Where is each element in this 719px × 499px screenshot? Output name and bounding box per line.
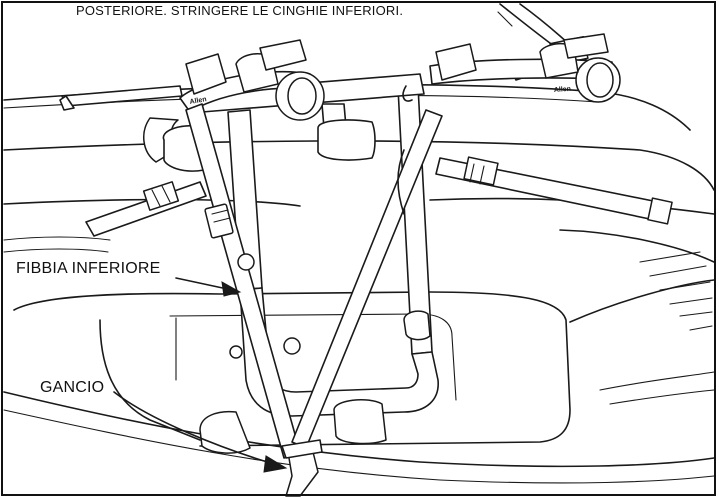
- callout-arrow-hook: [113, 391, 288, 473]
- right-side-strap: [435, 156, 673, 225]
- tube-hinge-detail: [397, 149, 405, 215]
- caption-leader-line: [497, 11, 513, 27]
- top-caption: POSTERIORE. STRINGERE LE CINGHIE INFERIO…: [74, 3, 406, 19]
- brand-mark-right: Allen: [554, 86, 572, 94]
- lower-straps: [185, 103, 443, 497]
- callout-hook-label: GANCIO: [38, 378, 107, 398]
- callout-lower-buckle-label: FIBBIA INFERIORE: [14, 259, 163, 279]
- brand-mark-left: Allen: [189, 96, 207, 106]
- callout-arrow-buckle: [175, 277, 242, 297]
- left-side-strap: [85, 181, 207, 237]
